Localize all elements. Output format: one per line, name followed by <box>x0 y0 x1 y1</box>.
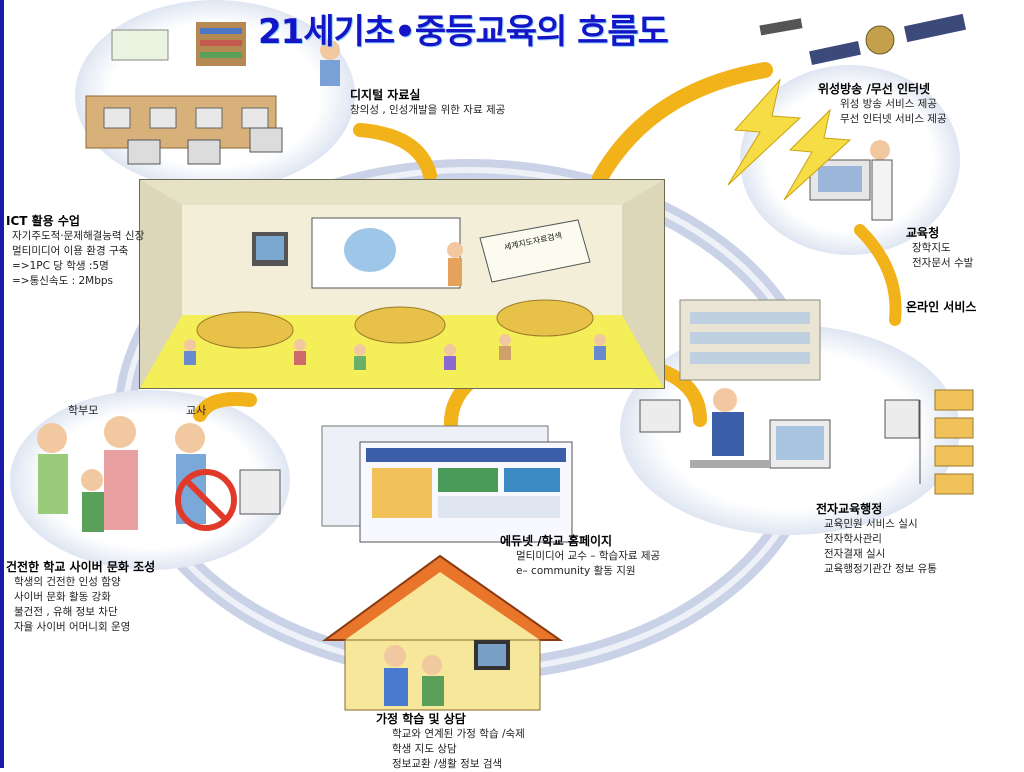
e-admin-line-3: 전자결재 실시 <box>824 548 886 560</box>
home-study-label: 가정 학습 및 상담 학교와 연계된 가정 학습 /숙제 학생 지도 상담 정보… <box>376 712 525 772</box>
cyber-culture-line-2: 사이버 문화 활동 강화 <box>14 591 111 603</box>
satellite-line-1: 위성 방송 서비스 제공 <box>840 98 937 110</box>
cyber-culture-scene <box>37 416 281 532</box>
cyber-culture-line-1: 학생의 건전한 인성 함양 <box>14 576 121 588</box>
home-house <box>321 554 564 711</box>
cyber-culture-label: 건전한 학교 사이버 문화 조성 학생의 건전한 인성 함양 사이버 문화 활동… <box>6 560 155 635</box>
digital-library-label: 디지털 자료실 창의성 , 인성개발을 위한 자료 제공 <box>350 88 505 118</box>
home-study-line-1: 학교와 연계된 가정 학습 /숙제 <box>392 728 525 740</box>
edu-office-line-2: 전자문서 수발 <box>912 257 974 269</box>
cyber-culture-line-3: 불건전 , 유해 정보 차단 <box>14 606 118 618</box>
edunet-line-1: 멀티미디어 교수 – 학습자료 제공 <box>516 550 661 562</box>
satellite-line-2: 무선 인터넷 서비스 제공 <box>840 113 947 125</box>
home-study-heading: 가정 학습 및 상담 <box>376 712 466 726</box>
digital-library-line: 창의성 , 인성개발을 위한 자료 제공 <box>350 104 506 116</box>
edunet-heading: 에듀넷 /학교 홈페이지 <box>500 534 613 548</box>
digital-library-scene <box>85 22 340 165</box>
e-admin-line-4: 교육행정기관간 정보 유통 <box>824 563 937 575</box>
cyber-culture-heading: 건전한 학교 사이버 문화 조성 <box>6 560 156 574</box>
arrow-satellite <box>592 62 773 186</box>
ict-class-label: ICT 활용 수업 자기주도적·문제해결능력 신장 멀티미디어 이용 환경 구축… <box>6 214 144 289</box>
ict-class-line-4: =>통신속도 : 2Mbps <box>12 275 113 287</box>
edu-office-label: 교육청 장학지도 전자문서 수발 <box>906 226 973 271</box>
ict-class-line-2: 멀티미디어 이용 환경 구축 <box>12 245 129 257</box>
lightning-bolt-2 <box>783 108 852 201</box>
e-admin-scene <box>639 388 974 495</box>
arrow-library <box>353 123 437 182</box>
lightning-bolt-1 <box>727 78 802 186</box>
edunet-line-2: e– community 활동 지원 <box>516 565 636 577</box>
e-admin-heading: 전자교육행정 <box>816 502 883 516</box>
ict-class-line-3: =>1PC 당 학생 :5명 <box>12 260 109 272</box>
edu-office-line-1: 장학지도 <box>912 242 951 254</box>
online-service-label: 온라인 서비스 <box>906 300 976 315</box>
home-study-line-3: 정보교환 /생활 정보 검색 <box>392 758 503 770</box>
arrow-online <box>854 224 902 326</box>
e-admin-label: 전자교육행정 교육민원 서비스 실시 전자학사관리 전자결재 실시 교육행정기관… <box>816 502 937 577</box>
online-service-heading: 온라인 서비스 <box>906 300 977 314</box>
edunet-label: 에듀넷 /학교 홈페이지 멀티미디어 교수 – 학습자료 제공 e– commu… <box>500 534 660 579</box>
arrow-e-admin <box>653 363 707 427</box>
page-title: 21세기초•중등교육의 흐름도 <box>258 12 669 52</box>
parent-label: 학부모 <box>68 404 99 417</box>
teacher-label: 교사 <box>186 404 207 417</box>
classroom-panel <box>139 179 665 389</box>
left-border-rule <box>0 0 4 768</box>
school-building <box>679 299 821 381</box>
satellite-heading: 위성방송 /무선 인터넷 <box>818 82 931 96</box>
e-admin-line-1: 교육민원 서비스 실시 <box>824 518 918 530</box>
ict-class-heading: ICT 활용 수업 <box>6 214 80 228</box>
edunet-screens <box>321 425 573 543</box>
home-study-line-2: 학생 지도 상담 <box>392 743 457 755</box>
ict-class-line-1: 자기주도적·문제해결능력 신장 <box>12 230 145 242</box>
e-admin-line-2: 전자학사관리 <box>824 533 882 545</box>
edu-office-heading: 교육청 <box>906 226 940 240</box>
satellite-label: 위성방송 /무선 인터넷 위성 방송 서비스 제공 무선 인터넷 서비스 제공 <box>818 82 947 127</box>
cyber-culture-line-4: 자율 사이버 어머니회 운영 <box>14 621 131 633</box>
arrow-cyber <box>193 392 257 422</box>
digital-library-heading: 디지털 자료실 <box>350 88 421 102</box>
